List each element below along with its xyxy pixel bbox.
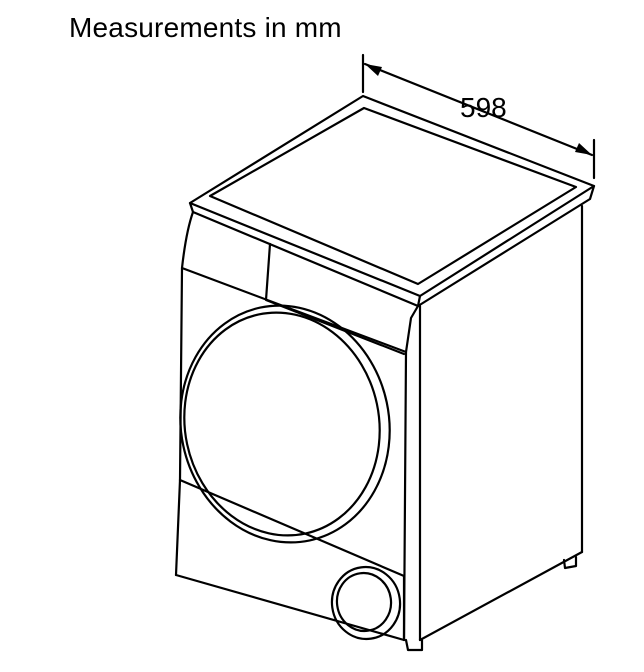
- service-hatch-outer: [330, 565, 402, 641]
- foot-rear-right: [562, 555, 578, 570]
- control-panel: [180, 210, 420, 356]
- dimension-arrow-right: [575, 143, 592, 155]
- service-hatch-inner: [335, 571, 393, 633]
- side-panel: [418, 204, 584, 642]
- door-inner-ring: [183, 311, 381, 537]
- foot-front-right: [404, 638, 424, 652]
- feet: [404, 555, 578, 652]
- top-rim-corner: [416, 294, 422, 308]
- diagram-title: Measurements in mm: [69, 12, 342, 43]
- plinth: [174, 565, 406, 642]
- door-outer-ring: [179, 304, 391, 544]
- top-lid-outer: [188, 94, 596, 298]
- top-rim-side-bottom: [416, 184, 596, 308]
- door: [179, 304, 391, 544]
- dimension-arrow-left: [365, 64, 382, 76]
- top-rim-front-bottom: [188, 201, 420, 308]
- control-display-area: [264, 242, 406, 356]
- dimension-line: [363, 62, 594, 157]
- width-dimension: [361, 53, 596, 180]
- top-lid-inner: [208, 106, 578, 286]
- width-dimension-label: 598: [460, 92, 507, 123]
